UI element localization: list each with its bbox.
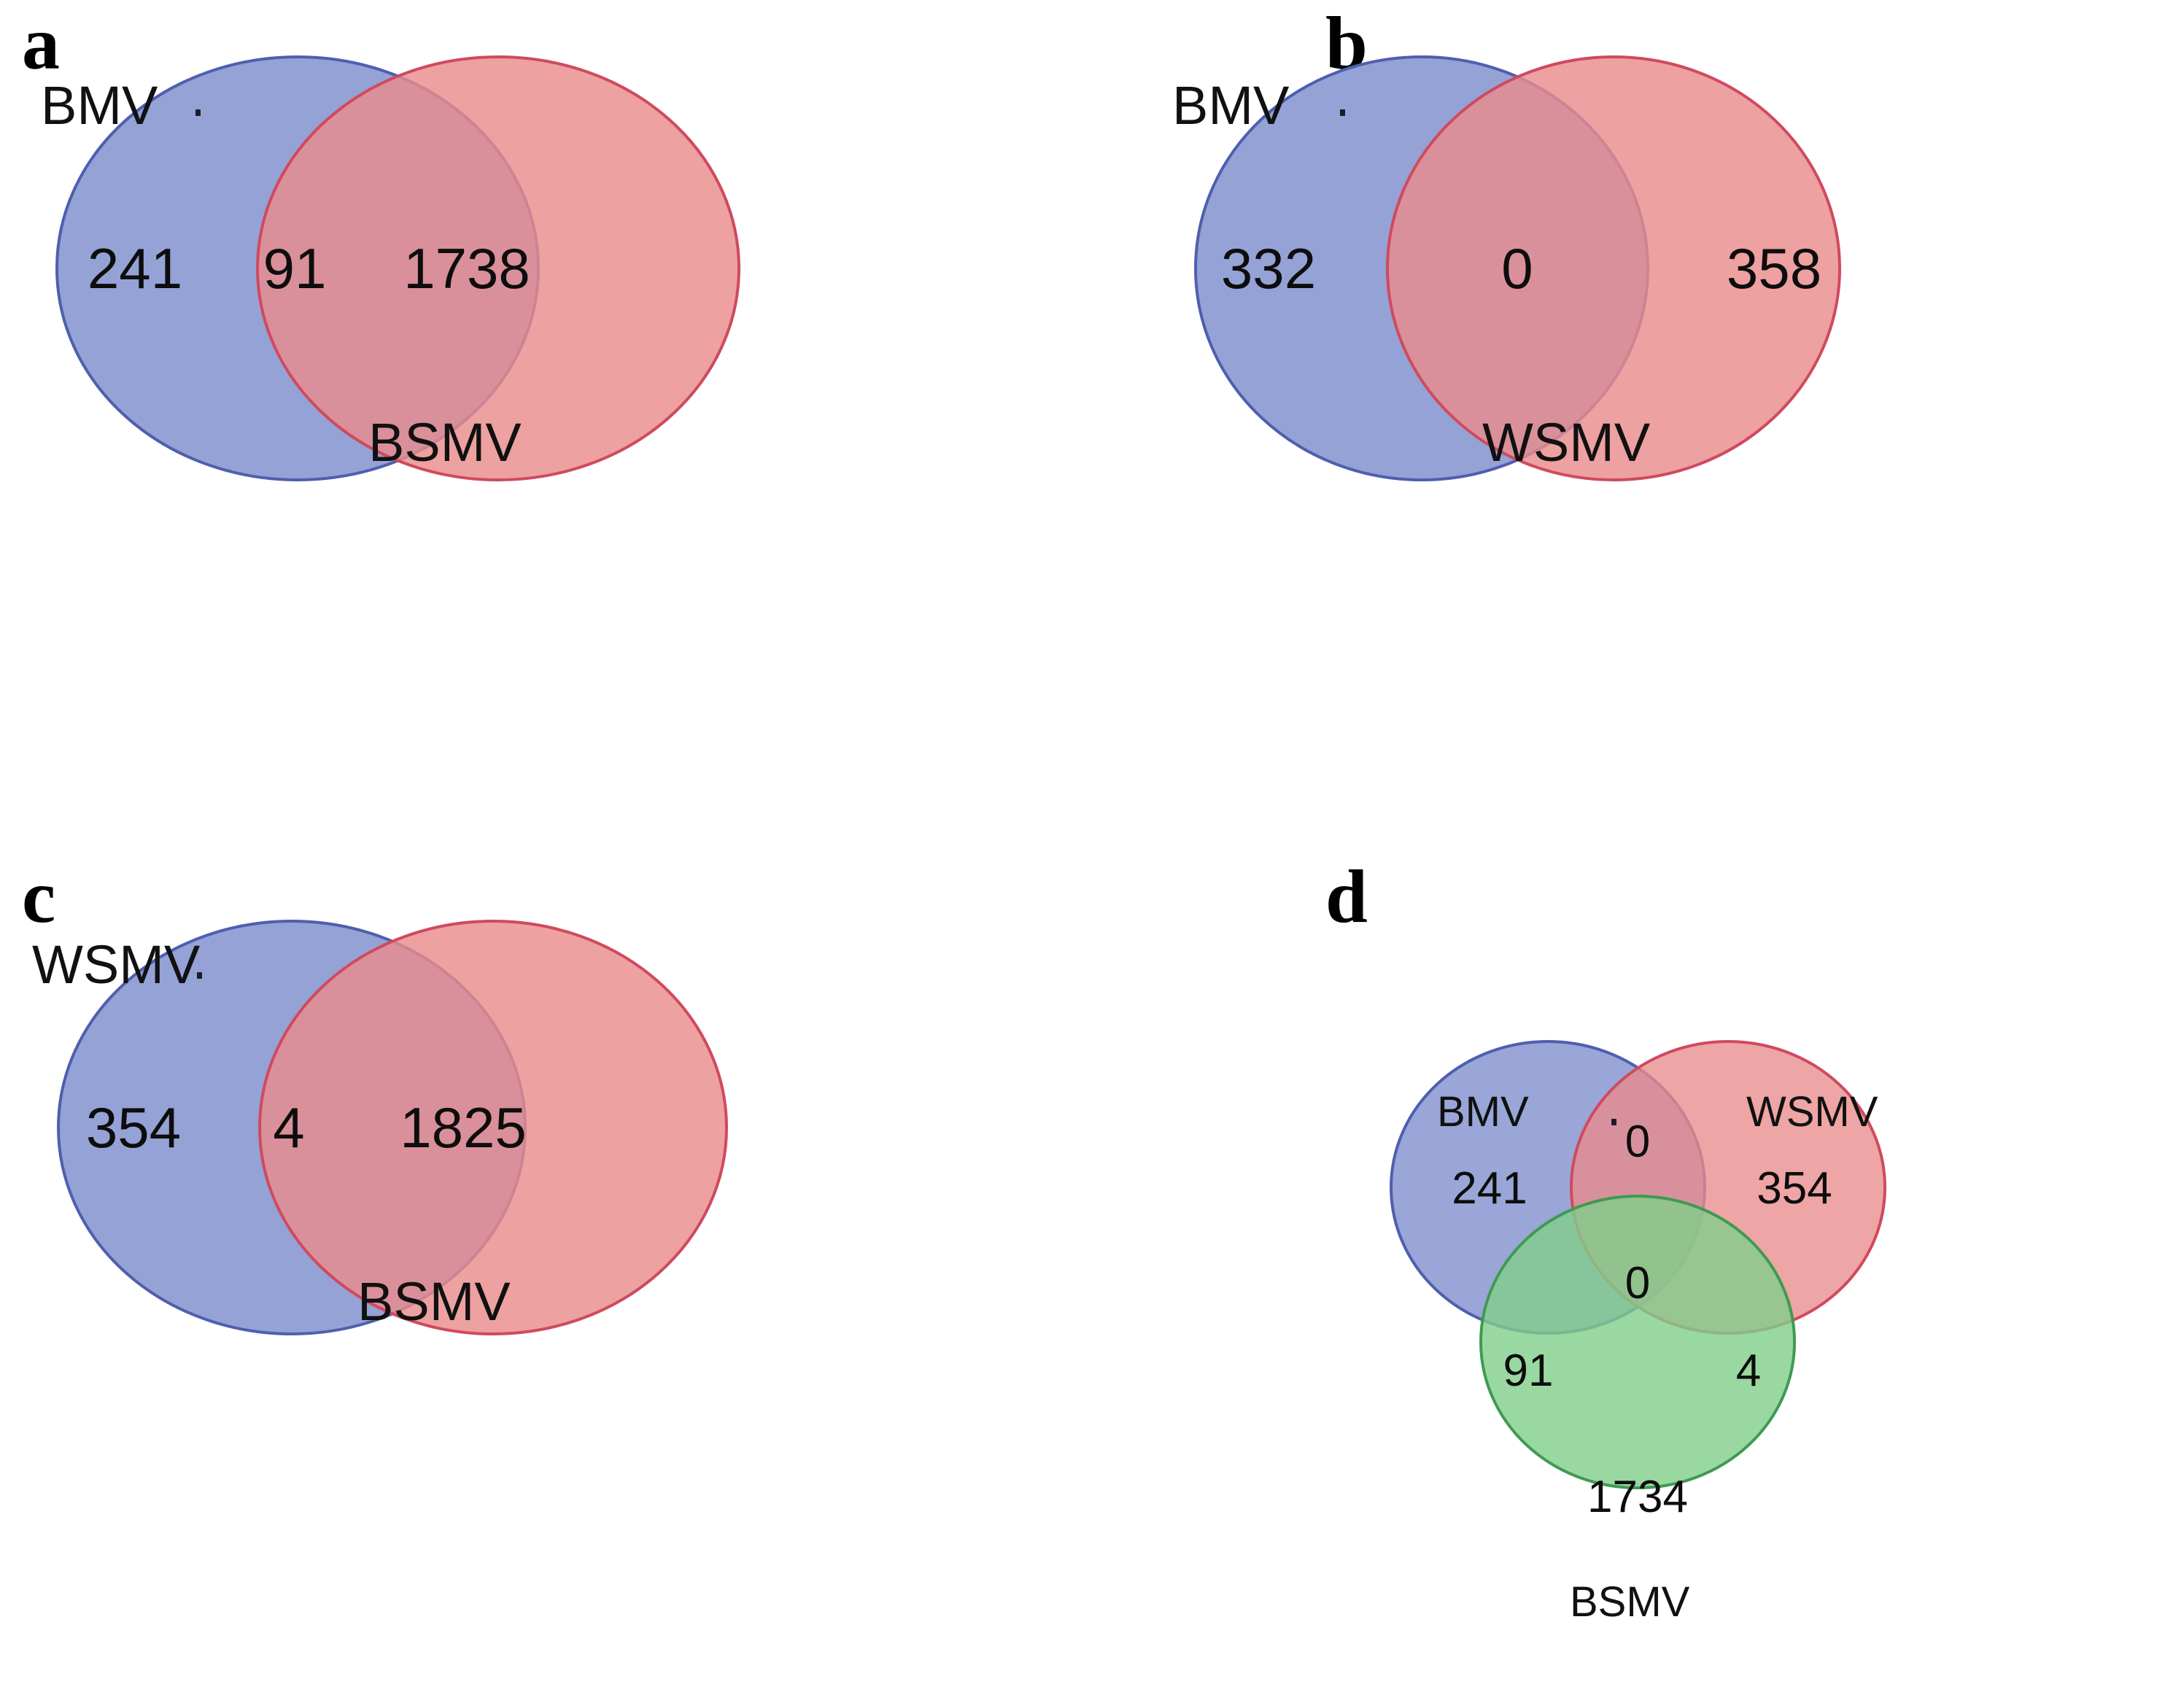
venn2-shapes-c <box>57 920 728 1335</box>
count-bmv-only-a: 241 <box>87 236 183 300</box>
set-label-left-a: BMV <box>41 75 158 136</box>
set-label-right-b: WSMV <box>1482 412 1651 473</box>
count-intersection-c: 4 <box>273 1095 305 1160</box>
count-wsmv-bsmv-d: 4 <box>1735 1346 1762 1396</box>
artifact-speck <box>197 972 202 979</box>
count-bsmv-only-c: 1825 <box>400 1095 527 1160</box>
panel-letter-c: c <box>22 855 55 939</box>
circle-bsmv <box>258 920 728 1335</box>
count-bmv-bsmv-d: 91 <box>1503 1346 1554 1396</box>
count-wsmv-only-d: 354 <box>1757 1163 1832 1214</box>
panel-b: b BMV WSMV 332 0 358 <box>1092 0 2184 851</box>
artifact-speck <box>1340 109 1345 116</box>
count-intersection-b: 0 <box>1501 236 1533 300</box>
panel-letter-a: a <box>22 1 60 85</box>
count-bsmv-only-a: 1738 <box>403 236 530 300</box>
set-label-left-b: BMV <box>1172 75 1290 136</box>
panel-d: d BMV WSMV BSMV 241 0 354 0 91 4 1734 <box>1092 852 2184 1703</box>
set-label-bmv-d: BMV <box>1437 1088 1529 1136</box>
count-bmv-only-b: 332 <box>1220 236 1317 300</box>
set-label-bsmv-d: BSMV <box>1570 1578 1690 1626</box>
count-wsmv-only-b: 358 <box>1726 236 1822 300</box>
count-all-three-d: 0 <box>1625 1258 1651 1308</box>
venn2-shapes-b <box>1194 55 1841 481</box>
artifact-speck <box>1611 1119 1616 1125</box>
circle-wsmv <box>1386 55 1841 481</box>
count-bsmv-only-d: 1734 <box>1587 1472 1688 1522</box>
count-bmv-only-d: 241 <box>1452 1163 1527 1214</box>
set-label-right-a: BSMV <box>368 412 522 473</box>
set-label-left-c: WSMV <box>32 934 201 995</box>
panel-letter-d: d <box>1325 855 1368 939</box>
panel-c: c WSMV BSMV 354 4 1825 <box>0 852 1092 1703</box>
venn3-shapes-d <box>1390 1040 1886 1489</box>
set-label-wsmv-d: WSMV <box>1746 1088 1878 1136</box>
artifact-speck <box>195 109 201 116</box>
set-label-right-c: BSMV <box>357 1271 511 1332</box>
venn2-shapes-a <box>55 55 740 481</box>
circle-bsmv <box>1479 1195 1796 1489</box>
panel-a: a BMV BSMV 241 91 1738 <box>0 0 1092 851</box>
count-wsmv-only-c: 354 <box>85 1095 182 1160</box>
count-intersection-a: 91 <box>263 236 327 300</box>
count-bmv-wsmv-d: 0 <box>1625 1117 1651 1167</box>
circle-bsmv <box>256 55 740 481</box>
